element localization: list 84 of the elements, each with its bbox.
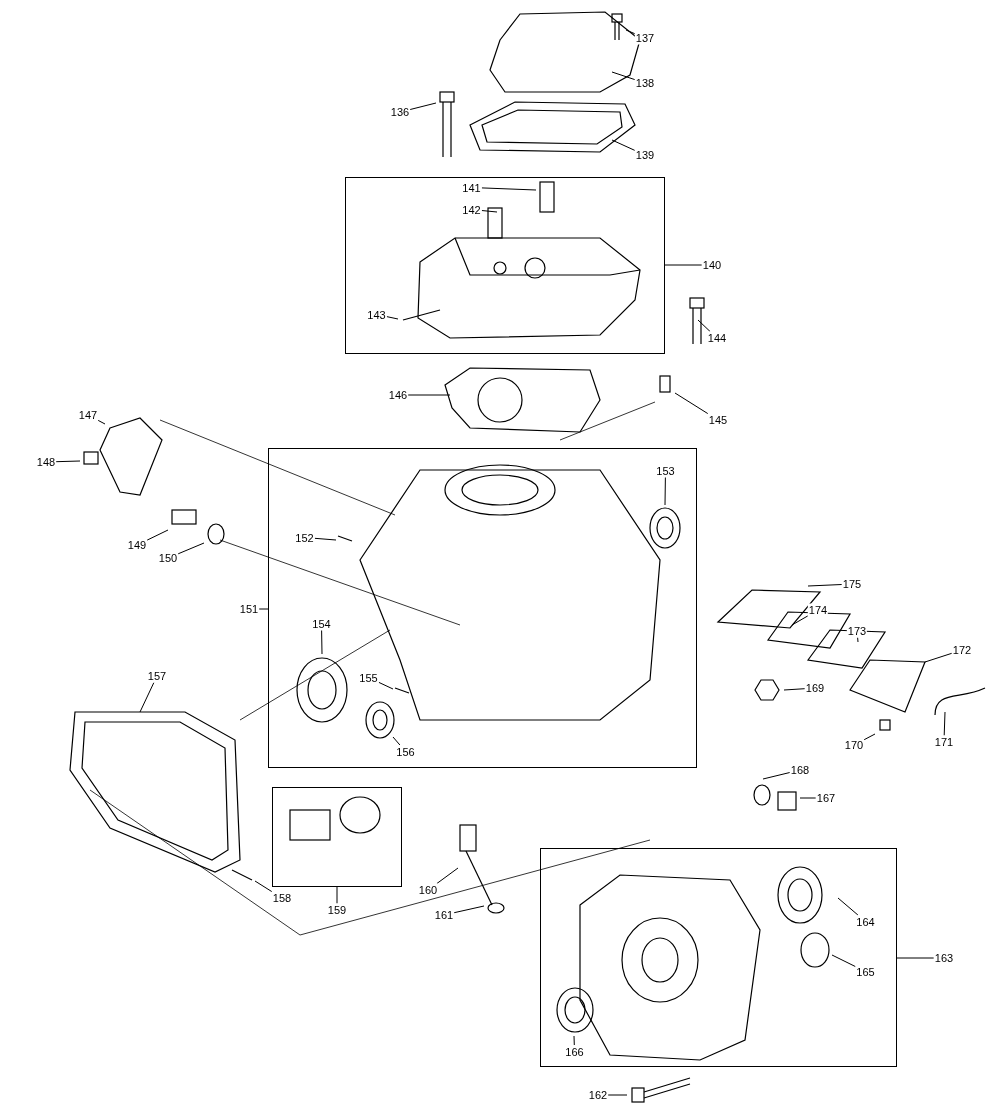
callout-number: 142 — [461, 203, 482, 216]
callout-number: 146 — [387, 388, 409, 402]
leader-line — [611, 139, 636, 151]
leader-line — [378, 681, 394, 690]
callout-number: 136 — [389, 105, 411, 119]
callout-number: 143 — [366, 308, 387, 321]
leader-line — [674, 392, 709, 415]
callout-number: 150 — [157, 551, 179, 565]
leader-line — [97, 419, 106, 425]
callout-number: 168 — [789, 763, 811, 777]
leader-line — [837, 897, 859, 916]
callout-number: 149 — [126, 538, 148, 552]
leader-line — [386, 316, 399, 320]
leader-line — [896, 957, 935, 959]
leader-line — [409, 102, 437, 110]
callout-number: 139 — [634, 148, 656, 162]
callout-number: 141 — [461, 181, 482, 194]
assembly-frame — [268, 448, 697, 768]
callout-number: 157 — [146, 669, 168, 683]
leader-line — [807, 584, 843, 587]
leader-line — [55, 460, 81, 463]
callout-number: 173 — [846, 624, 868, 638]
callout-number: 165 — [855, 965, 876, 978]
callout-number: 155 — [358, 671, 379, 684]
callout-number: 169 — [804, 681, 826, 695]
leader-line — [863, 733, 876, 741]
callout-number: 160 — [417, 883, 439, 897]
callout-number: 174 — [807, 603, 829, 617]
leader-line — [254, 880, 273, 893]
leader-line — [799, 797, 817, 799]
leader-line — [392, 736, 401, 746]
callout-number: 171 — [933, 735, 955, 749]
assembly-frame — [540, 848, 897, 1067]
callout-number: 151 — [238, 602, 260, 616]
leader-line — [697, 319, 711, 332]
leader-line — [791, 615, 809, 626]
callout-number: 137 — [634, 31, 656, 45]
callout-number: 153 — [655, 464, 676, 477]
callout-number: 158 — [271, 891, 293, 905]
leader-line — [321, 629, 323, 655]
leader-line — [625, 29, 636, 35]
leader-line — [453, 905, 485, 914]
leader-line — [146, 529, 169, 541]
callout-number: 167 — [815, 791, 837, 805]
leader-line — [481, 187, 537, 191]
callout-number: 172 — [951, 643, 973, 657]
callout-number: 162 — [587, 1088, 609, 1102]
callout-number: 147 — [77, 408, 99, 422]
leader-line — [177, 542, 205, 555]
callout-number: 138 — [634, 76, 656, 90]
callout-number: 161 — [433, 908, 455, 922]
assembly-frame — [345, 177, 665, 354]
callout-number: 156 — [395, 745, 416, 758]
leader-line — [943, 711, 946, 736]
leader-line — [831, 954, 856, 967]
leader-line — [336, 886, 338, 904]
leader-line — [258, 608, 269, 610]
leader-line — [611, 71, 636, 81]
assembly-frame — [272, 787, 402, 887]
callout-number: 166 — [564, 1045, 585, 1058]
callout-number: 170 — [843, 738, 865, 752]
leader-line — [664, 476, 666, 506]
callout-number: 148 — [35, 455, 57, 469]
callout-number: 159 — [326, 903, 348, 917]
leader-line — [481, 210, 498, 213]
callout-number: 140 — [701, 258, 723, 272]
callout-number: 164 — [855, 915, 876, 928]
leader-line — [314, 537, 337, 541]
leader-line — [857, 637, 859, 643]
leader-line — [664, 264, 703, 266]
leader-line — [436, 867, 459, 884]
callout-number: 152 — [294, 531, 315, 544]
leader-line — [573, 1035, 575, 1046]
leader-line — [924, 652, 953, 663]
leader-line — [783, 688, 806, 691]
leader-line — [407, 394, 451, 396]
callout-number: 154 — [311, 617, 332, 630]
leader-line — [762, 772, 791, 780]
callout-number: 145 — [707, 413, 729, 427]
callout-number: 144 — [706, 331, 728, 345]
leader-line — [139, 682, 155, 713]
callout-number: 175 — [841, 577, 863, 591]
leader-line — [607, 1094, 628, 1096]
callout-number: 163 — [933, 951, 955, 965]
